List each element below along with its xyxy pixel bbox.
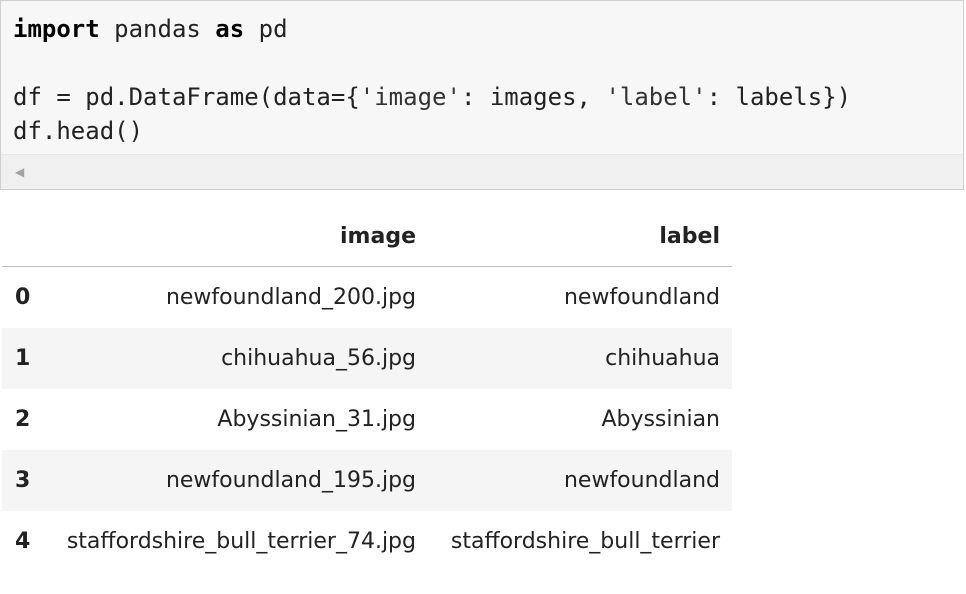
code-line: df = pd.DataFrame(data={'image': images,… bbox=[13, 80, 851, 114]
row-padding bbox=[720, 450, 732, 511]
row-padding bbox=[720, 389, 732, 450]
code-line bbox=[13, 46, 851, 80]
code-keyword: import bbox=[13, 15, 100, 43]
row-index: 3 bbox=[2, 450, 50, 511]
cell-image: staffordshire_bull_terrier_74.jpg bbox=[66, 529, 416, 554]
code-editor[interactable]: import pandas as pd df = pd.DataFrame(dat… bbox=[13, 12, 851, 148]
code-token: df.head() bbox=[13, 117, 144, 145]
code-token: pd bbox=[244, 15, 288, 43]
table-row: 0 newfoundland_200.jpg newfoundland bbox=[2, 267, 732, 329]
code-token: : images, bbox=[460, 83, 606, 111]
code-token: pandas bbox=[99, 15, 216, 43]
cell-label: newfoundland bbox=[563, 285, 720, 310]
code-cell[interactable]: import pandas as pd df = pd.DataFrame(dat… bbox=[0, 0, 964, 190]
code-string: 'image' bbox=[359, 83, 461, 111]
code-string: 'label' bbox=[605, 83, 707, 111]
header-padding bbox=[720, 206, 732, 267]
cell-image: Abyssinian_31.jpg bbox=[217, 407, 416, 432]
code-token: : labels}) bbox=[706, 83, 852, 111]
row-padding bbox=[720, 511, 732, 572]
cell-image: newfoundland_200.jpg bbox=[165, 285, 416, 310]
table-row: 4 staffordshire_bull_terrier_74.jpg staffo… bbox=[2, 511, 732, 572]
column-header-image: image bbox=[50, 206, 416, 267]
code-token: df = pd.DataFrame(data={ bbox=[13, 83, 360, 111]
horizontal-scrollbar[interactable]: ◀ bbox=[1, 154, 963, 189]
cell-label: chihuahua bbox=[416, 328, 720, 389]
cell-label: newfoundland bbox=[416, 450, 720, 511]
row-index: 1 bbox=[2, 328, 50, 389]
code-line: df.head() bbox=[13, 114, 851, 148]
code-keyword: as bbox=[215, 15, 245, 43]
table-header-row: image label bbox=[2, 206, 732, 267]
column-header-label: label bbox=[416, 206, 720, 267]
cell-label: staffordshire_bull_terrier bbox=[450, 529, 720, 554]
table-row: 2 Abyssinian_31.jpg Abyssinian bbox=[2, 389, 732, 450]
row-index: 4 bbox=[15, 529, 31, 554]
scroll-left-arrow-icon[interactable]: ◀ bbox=[15, 165, 25, 179]
cell-image: newfoundland_195.jpg bbox=[50, 450, 416, 511]
index-header bbox=[2, 206, 50, 267]
row-index: 2 bbox=[15, 407, 31, 432]
row-index: 0 bbox=[15, 285, 31, 310]
cell-label: Abyssinian bbox=[601, 407, 720, 432]
row-padding bbox=[720, 328, 732, 389]
code-line: import pandas as pd bbox=[13, 12, 851, 46]
row-padding bbox=[720, 267, 732, 329]
cell-image: chihuahua_56.jpg bbox=[50, 328, 416, 389]
